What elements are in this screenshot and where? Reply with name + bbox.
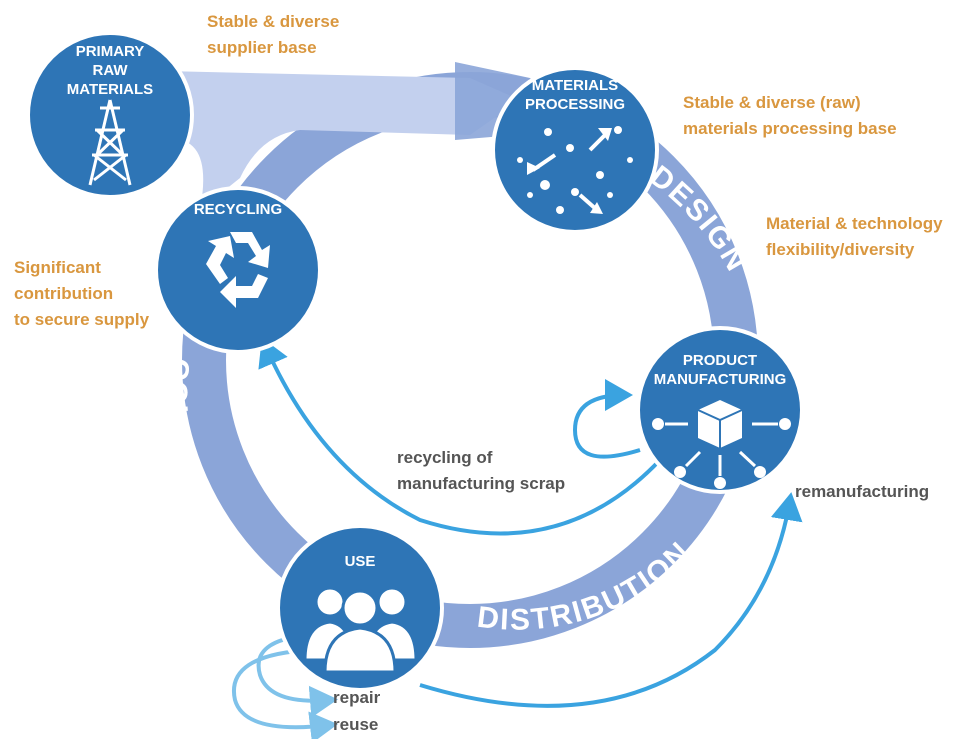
annotation-line: contribution: [14, 284, 113, 303]
annotation-supplier-base: Stable & diverse supplier base: [207, 12, 339, 57]
node-label-line: MATERIALS: [67, 81, 153, 98]
annotation-processing-base: Stable & diverse (raw) materials process…: [683, 93, 897, 138]
annotation-line: recycling of: [397, 448, 493, 467]
node-label-line: MANUFACTURING: [654, 371, 787, 388]
arrow-manufacturing-loop: [572, 379, 641, 459]
arrow-remanufacturing: [419, 492, 803, 708]
node-label-line: PRIMARY: [76, 43, 145, 60]
annotation-secure-supply: Significant contribution to secure suppl…: [14, 258, 150, 329]
annotation-line: Stable & diverse (raw): [683, 93, 861, 112]
node-use: USE: [276, 524, 444, 692]
scattered-particles-arrows-icon: [517, 126, 633, 214]
node-label-line: RECYCLING: [194, 201, 282, 218]
annotation-line: Stable & diverse: [207, 12, 339, 31]
node-materials-processing: MATERIALS PROCESSING: [491, 66, 659, 234]
recycle-icon: [206, 232, 270, 308]
annotation-line: Material & technology: [766, 214, 943, 233]
oil-derrick-icon: [88, 99, 132, 186]
annotation-remanufacturing: remanufacturing: [795, 482, 929, 501]
annotation-line: flexibility/diversity: [766, 240, 915, 259]
annotation-line: to secure supply: [14, 310, 150, 329]
annotation-line: supplier base: [207, 38, 317, 57]
node-label-line: MATERIALS: [532, 77, 618, 94]
cube-network-icon: [652, 400, 791, 489]
node-product-manufacturing: PRODUCT MANUFACTURING: [636, 326, 804, 494]
people-group-icon: [303, 586, 418, 674]
node-label-line: RAW: [93, 62, 129, 79]
annotation-manufacturing-scrap: recycling of manufacturing scrap: [397, 448, 565, 493]
annotation-reuse: reuse: [333, 715, 378, 734]
node-label-line: USE: [345, 553, 376, 570]
annotation-line: manufacturing scrap: [397, 474, 565, 493]
node-recycling: RECYCLING: [154, 186, 322, 354]
annotation-flexibility: Material & technology flexibility/divers…: [766, 214, 943, 259]
arrow-manufacturing-scrap: [258, 337, 662, 536]
node-primary-raw-materials: PRIMARY RAW MATERIALS: [26, 31, 194, 199]
supply-band: [120, 70, 520, 210]
annotation-line: materials processing base: [683, 119, 897, 138]
node-label-line: PRODUCT: [683, 352, 757, 369]
node-label-line: PROCESSING: [525, 96, 625, 113]
annotation-repair: repair: [333, 688, 381, 707]
arrow-repair: [256, 633, 338, 718]
annotation-line: Significant: [14, 258, 101, 277]
arrow-reuse: [231, 648, 338, 739]
